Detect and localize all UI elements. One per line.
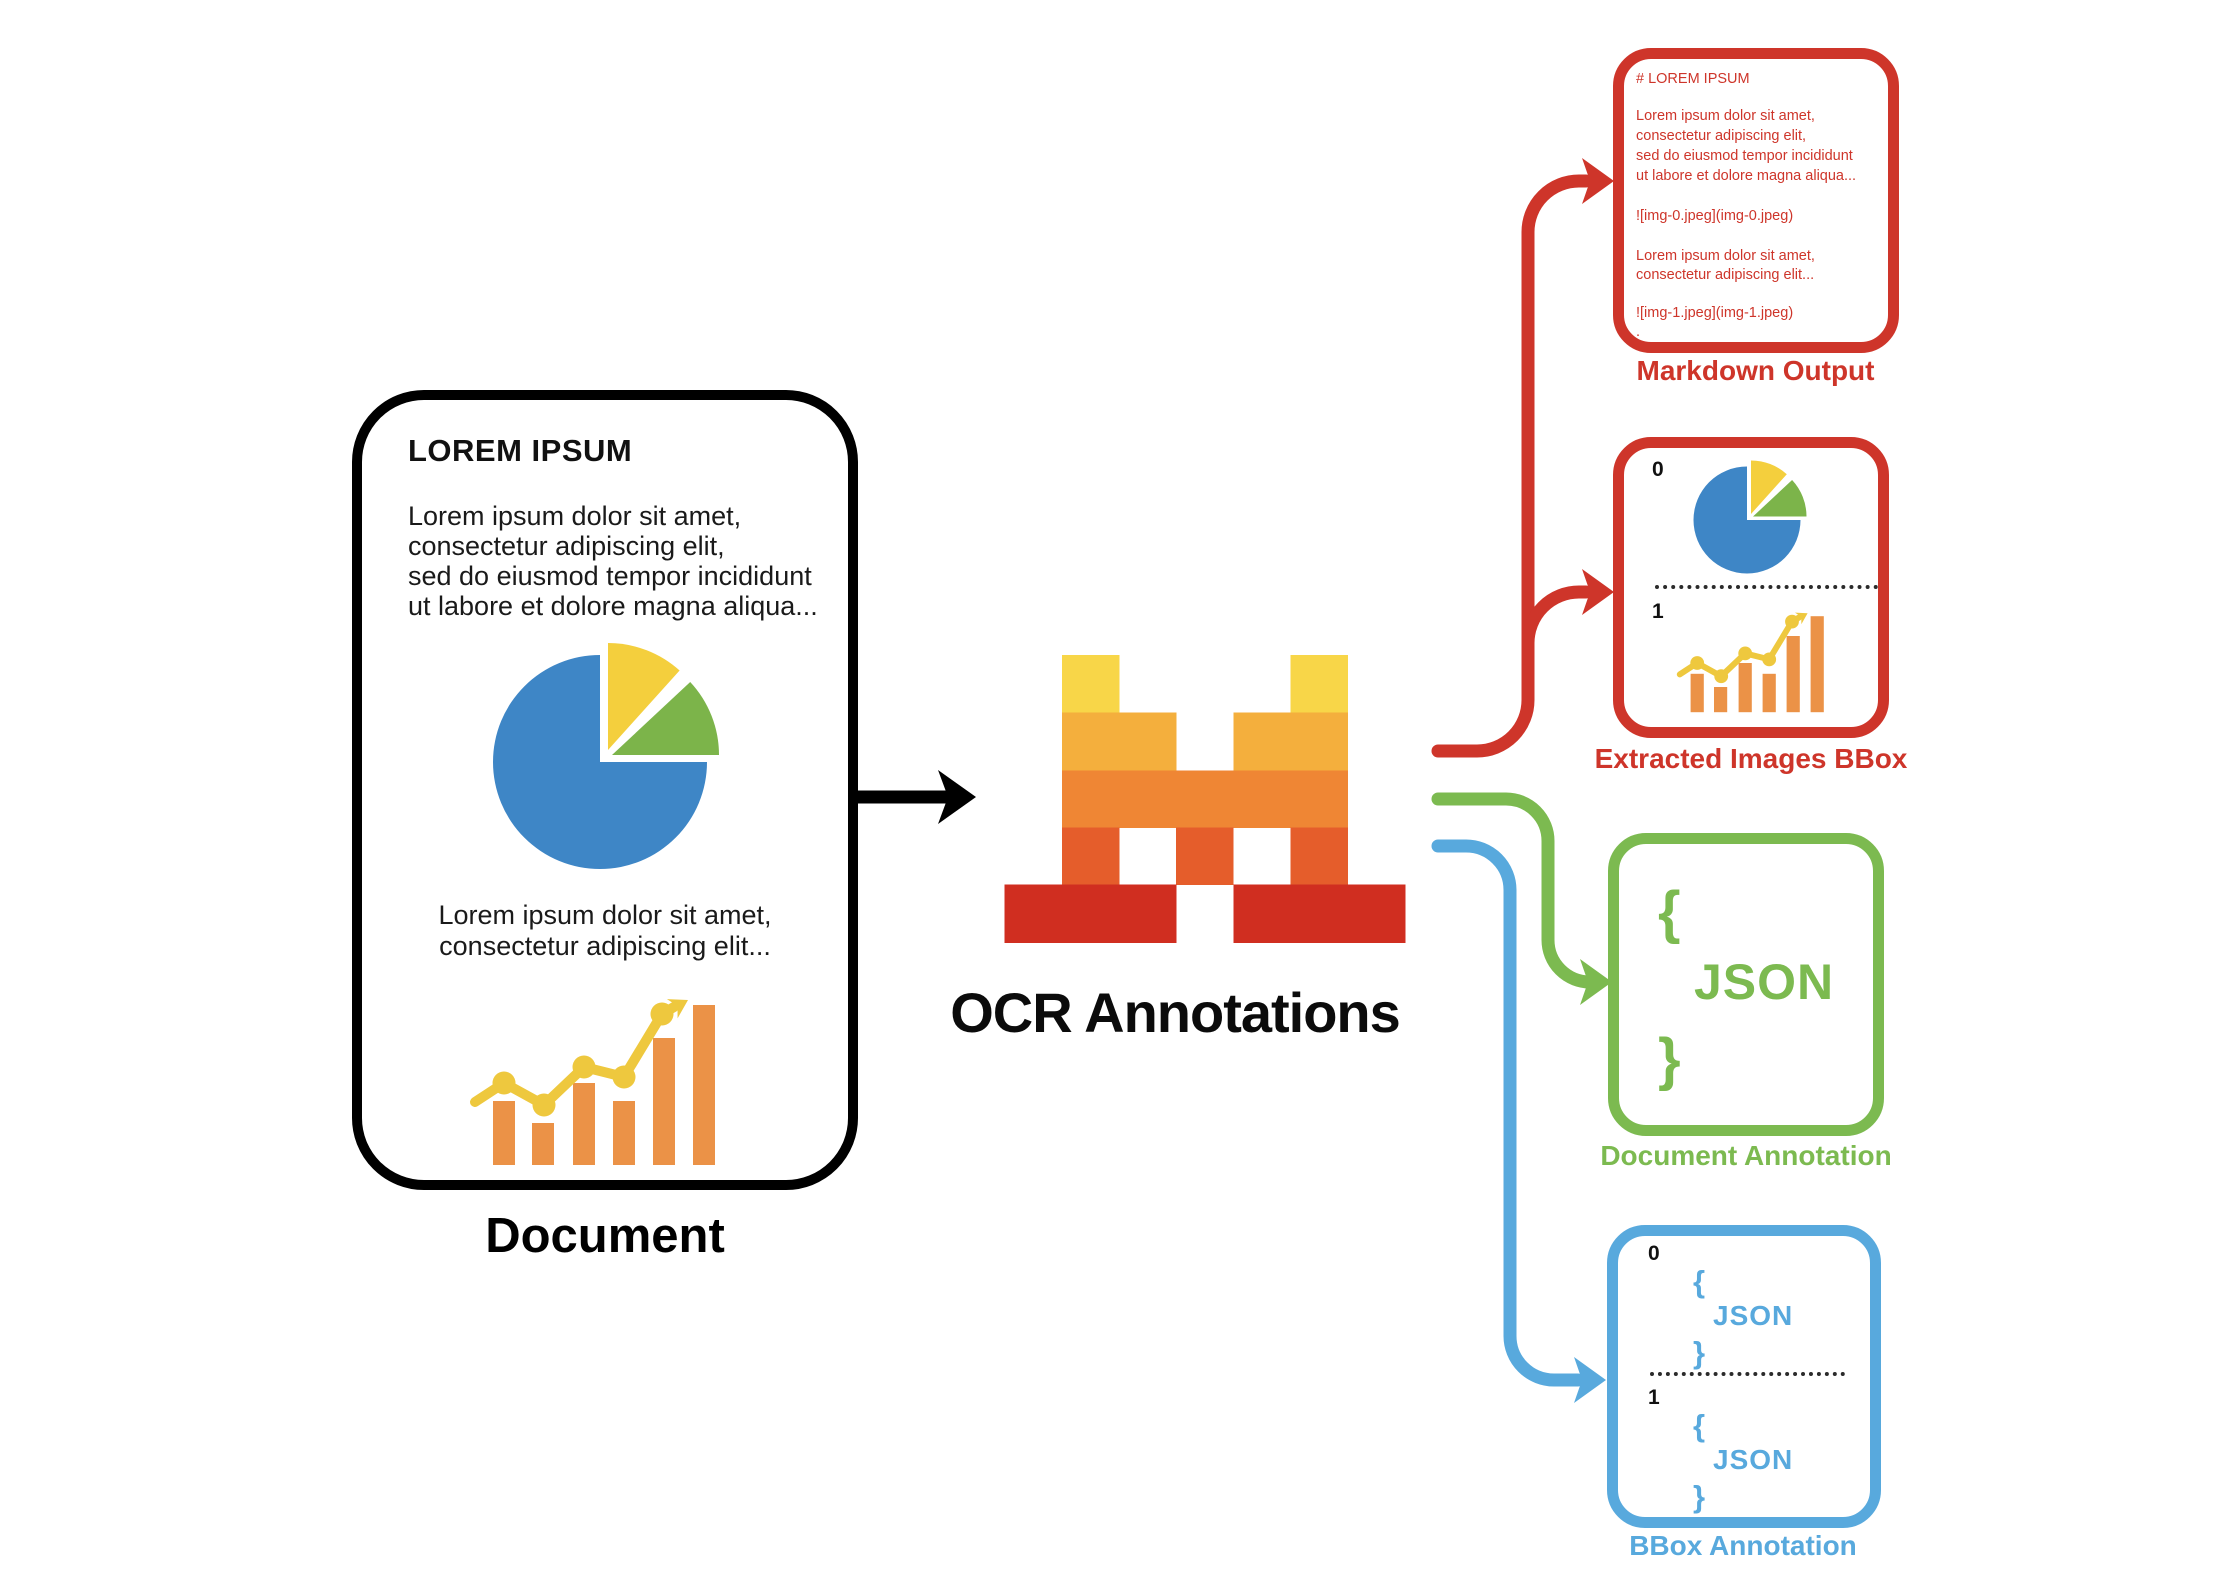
markdown-output-box bbox=[1613, 48, 1899, 353]
extracted-images-label: Extracted Images BBox bbox=[1594, 743, 1908, 774]
markdown-line: # LOREM IPSUM bbox=[1636, 71, 1750, 87]
document-paragraph-1: Lorem ipsum dolor sit amet, consectetur … bbox=[408, 501, 818, 621]
json-body: JSON bbox=[1713, 1300, 1794, 1331]
paragraph-line: sed do eiusmod tempor incididunt bbox=[408, 561, 812, 591]
bbox-item-index-1: 1 bbox=[1648, 1386, 1660, 1409]
green-flow-arrow bbox=[1431, 792, 1612, 1005]
markdown-line: Lorem ipsum dolor sit amet, bbox=[1636, 108, 1815, 124]
markdown-line: ![img-1.jpeg](img-1.jpeg) bbox=[1636, 305, 1794, 321]
markdown-line: Lorem ipsum dolor sit amet, bbox=[1636, 248, 1815, 264]
markdown-line: consectetur adipiscing elit... bbox=[1636, 267, 1815, 283]
json-body: JSON bbox=[1694, 954, 1835, 1010]
markdown-line: sed do eiusmod tempor incididunt bbox=[1636, 148, 1853, 164]
markdown-output-label: Markdown Output bbox=[1636, 355, 1875, 386]
extracted-images-box bbox=[1613, 437, 1889, 738]
bbox-annotation-label: BBox Annotation bbox=[1629, 1530, 1857, 1561]
json-close-brace: } bbox=[1658, 1027, 1681, 1092]
divider-dotted bbox=[1650, 1372, 1845, 1376]
json-body: JSON bbox=[1713, 1444, 1794, 1475]
document-annotation-label: Document Annotation bbox=[1600, 1140, 1892, 1171]
document-heading: LOREM IPSUM bbox=[408, 433, 633, 468]
paragraph-line: consectetur adipiscing elit... bbox=[439, 931, 771, 961]
bbox-annotation-box bbox=[1607, 1225, 1881, 1528]
processor-title: OCR Annotations bbox=[950, 981, 1401, 1044]
bbox-item-index-0: 0 bbox=[1648, 1242, 1660, 1265]
json-close-brace: } bbox=[1693, 1479, 1706, 1514]
json-open-brace: { bbox=[1658, 880, 1681, 945]
markdown-line: consectetur adipiscing elit, bbox=[1636, 128, 1807, 144]
json-close-brace: } bbox=[1693, 1335, 1706, 1370]
blue-flow-arrow bbox=[1431, 839, 1606, 1403]
paragraph-line: consectetur adipiscing elit, bbox=[408, 531, 725, 561]
json-open-brace: { bbox=[1693, 1408, 1706, 1443]
extracted-item-index-0: 0 bbox=[1652, 458, 1664, 481]
json-open-brace: { bbox=[1693, 1264, 1706, 1299]
markdown-line: ![img-0.jpeg](img-0.jpeg) bbox=[1636, 208, 1794, 224]
input-arrow-icon bbox=[851, 770, 976, 824]
paragraph-line: Lorem ipsum dolor sit amet, bbox=[408, 501, 742, 531]
extracted-item-index-1: 1 bbox=[1652, 600, 1664, 623]
red-flow-arrow bbox=[1431, 158, 1614, 758]
document-panel-box bbox=[352, 390, 858, 1190]
divider-dotted bbox=[1655, 585, 1878, 589]
markdown-line: ut labore et dolore magna aliqua... bbox=[1636, 168, 1857, 184]
document-paragraph-2: Lorem ipsum dolor sit amet, consectetur … bbox=[352, 900, 858, 962]
document-label: Document bbox=[485, 1209, 725, 1263]
paragraph-line: Lorem ipsum dolor sit amet, bbox=[438, 900, 772, 930]
document-annotation-box bbox=[1608, 833, 1884, 1136]
mistral-logo-icon bbox=[1004, 655, 1406, 943]
markdown-line: . bbox=[1636, 324, 1641, 340]
paragraph-line: ut labore et dolore magna aliqua... bbox=[408, 591, 818, 621]
